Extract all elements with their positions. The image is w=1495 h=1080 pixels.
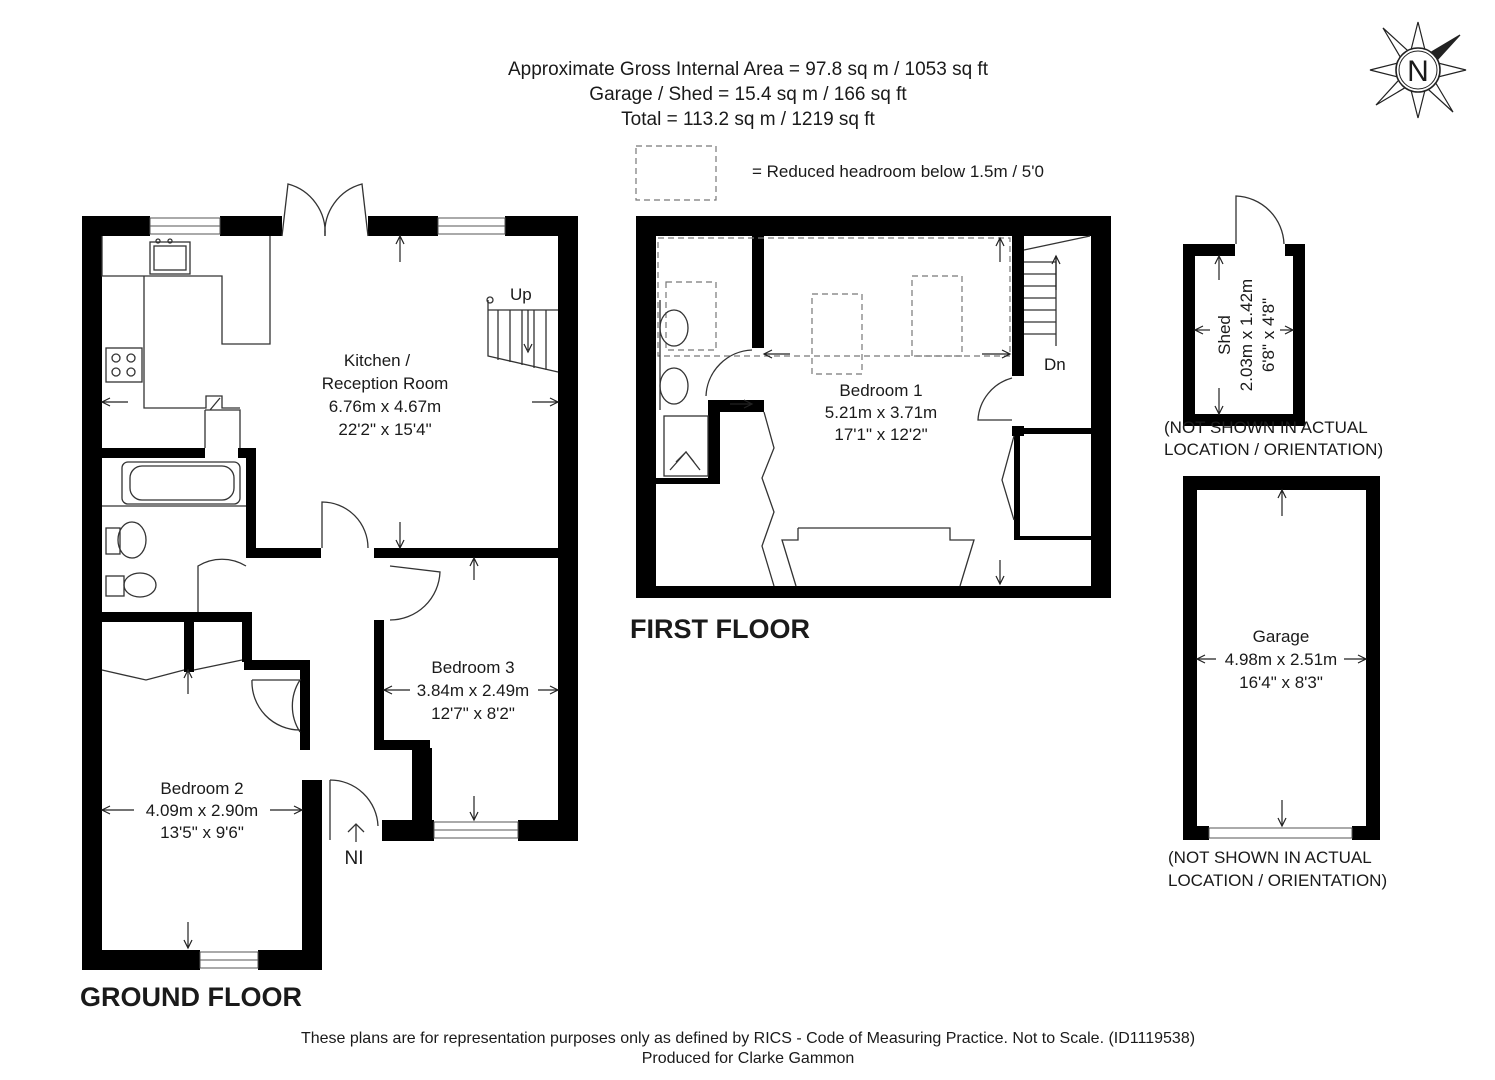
garage-note-line1: (NOT SHOWN IN ACTUAL <box>1168 848 1372 867</box>
bedroom2-metric: 4.09m x 2.90m <box>146 801 258 820</box>
area-line-2: Garage / Shed = 15.4 sq m / 166 sq ft <box>589 84 907 105</box>
kitchen-imperial: 22'2" x 15'4" <box>338 420 431 439</box>
kitchen-name-line1: Kitchen / <box>344 351 410 370</box>
legend-swatch <box>635 145 717 201</box>
garage-imperial: 16'4" x 8'3" <box>1239 673 1323 692</box>
shed-imperial: 6'8" x 4'8" <box>1259 298 1278 372</box>
shed-name: Shed <box>1215 315 1234 355</box>
first-floor-plan: Dn Bedroom 1 5.21m x 3.71m 17'1" x 12'2"… <box>630 216 1111 644</box>
garage-plan: Garage 4.98m x 2.51m 16'4" x 8'3" (NOT S… <box>1168 476 1387 890</box>
headroom-legend: = Reduced headroom below 1.5m / 5'0 <box>635 145 1044 201</box>
bedroom3-imperial: 12'7" x 8'2" <box>431 704 515 723</box>
stairs-up-label: Up <box>510 285 532 304</box>
kitchen-metric: 6.76m x 4.67m <box>329 397 441 416</box>
ground-floor-plan: Kitchen / Reception Room 6.76m x 4.67m 2… <box>80 183 578 1012</box>
shed-note-line2: LOCATION / ORIENTATION) <box>1164 440 1383 459</box>
area-line-1: Approximate Gross Internal Area = 97.8 s… <box>508 59 989 80</box>
shed-plan: Shed 2.03m x 1.42m 6'8" x 4'8" (NOT SHOW… <box>1164 195 1383 459</box>
bedroom1-metric: 5.21m x 3.71m <box>825 403 937 422</box>
shed-note-line1: (NOT SHOWN IN ACTUAL <box>1164 418 1368 437</box>
bedroom2-name: Bedroom 2 <box>160 779 243 798</box>
disclaimer-line-1: These plans are for representation purpo… <box>301 1030 1195 1047</box>
bedroom1-imperial: 17'1" x 12'2" <box>834 425 927 444</box>
compass-label: N <box>1407 55 1429 88</box>
dimension-arrows <box>100 234 560 950</box>
shed-metric: 2.03m x 1.42m <box>1237 279 1256 391</box>
garage-note-line2: LOCATION / ORIENTATION) <box>1168 871 1387 890</box>
area-summary: Approximate Gross Internal Area = 97.8 s… <box>508 59 989 130</box>
bedroom1-name: Bedroom 1 <box>839 381 922 400</box>
area-line-3: Total = 113.2 sq m / 1219 sq ft <box>621 109 875 130</box>
disclaimer: These plans are for representation purpo… <box>301 1030 1195 1067</box>
bedroom3-metric: 3.84m x 2.49m <box>417 681 529 700</box>
garage-metric: 4.98m x 2.51m <box>1225 650 1337 669</box>
dn-label: Dn <box>1044 355 1066 374</box>
kitchen-name-line2: Reception Room <box>322 374 449 393</box>
entrance-label: NI <box>345 848 364 869</box>
compass-icon: N <box>1369 21 1467 119</box>
disclaimer-line-2: Produced for Clarke Gammon <box>642 1050 855 1067</box>
bedroom3-name: Bedroom 3 <box>431 658 514 677</box>
first-floor-title: FIRST FLOOR <box>630 614 810 644</box>
legend-text: = Reduced headroom below 1.5m / 5'0 <box>752 162 1044 181</box>
entrance-arrow-icon <box>347 823 365 842</box>
ground-floor-title: GROUND FLOOR <box>80 982 302 1012</box>
bedroom2-imperial: 13'5" x 9'6" <box>160 823 244 842</box>
garage-name: Garage <box>1253 627 1310 646</box>
